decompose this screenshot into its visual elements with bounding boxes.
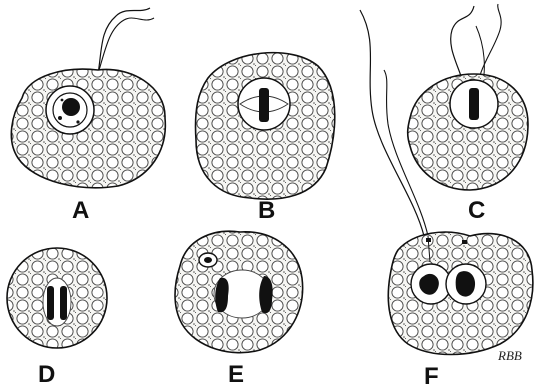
artist-signature: RBB (497, 348, 522, 363)
flagellum-a-2 (98, 18, 154, 74)
nucleolus-a (62, 98, 80, 116)
granule-a1 (58, 116, 62, 120)
flagellum-a (98, 8, 150, 74)
label-d: D (38, 361, 55, 388)
basal-granule-f2 (462, 240, 467, 244)
label-b: B (258, 197, 275, 224)
cell-d (7, 248, 107, 348)
label-c: C (468, 197, 485, 224)
cell-e (175, 231, 303, 352)
cell-a (11, 8, 165, 188)
label-a: A (72, 197, 89, 224)
basal-granule-f1 (426, 238, 431, 242)
chromosome-plate-c (469, 88, 479, 120)
label-e: E (228, 361, 244, 388)
vacuole-e-dot (204, 257, 212, 263)
cell-b (196, 53, 335, 199)
cell-c (408, 4, 528, 190)
chromosome-plate-b (259, 88, 269, 122)
label-f: F (424, 363, 439, 390)
chromatid-d2 (60, 286, 67, 320)
chromatid-d1 (47, 286, 54, 320)
granule-a2 (76, 120, 79, 123)
granule-a3 (61, 99, 64, 102)
chromatin-f2 (456, 271, 475, 296)
cell-a-body (11, 69, 165, 188)
